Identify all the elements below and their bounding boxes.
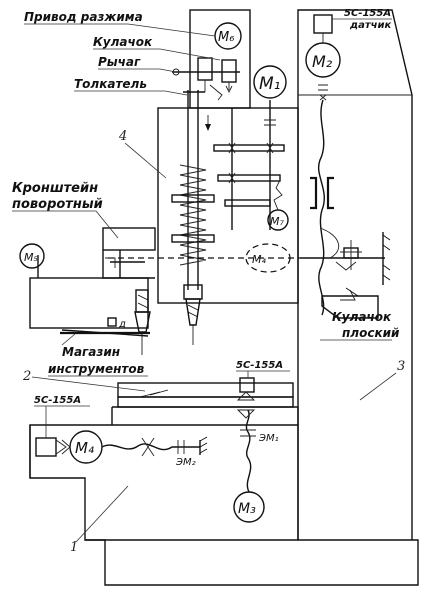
motor-m4-label: M₄ bbox=[75, 439, 94, 457]
motor-m7-label: M₇ bbox=[270, 215, 284, 228]
machine-column bbox=[297, 9, 413, 540]
motor-m6-label: M₆ bbox=[218, 30, 234, 45]
sensor-d-label: д bbox=[118, 319, 126, 330]
clutch-em2-label: ЭМ₂ bbox=[175, 457, 196, 468]
motor-m4: M₄ ЭМ₂ bbox=[35, 430, 208, 468]
label-povorotny: поворотный bbox=[12, 197, 103, 212]
sensor-box-top bbox=[313, 14, 333, 34]
label-kronshtein: Кронштейн bbox=[12, 181, 98, 196]
motor-m3: M₃ ЭМ₁ bbox=[233, 377, 279, 523]
label-sensor-top: 5С-155А bbox=[344, 8, 391, 19]
motor-m7: M₇ bbox=[267, 179, 289, 231]
motor-m2: M₂ bbox=[305, 14, 341, 316]
part-number-3: 3 bbox=[397, 359, 405, 374]
spindle bbox=[171, 90, 215, 345]
tool-magazine: M₅ д bbox=[19, 243, 151, 355]
part-number-1: 1 bbox=[70, 540, 78, 555]
transfer-drive: M₄ bbox=[108, 227, 391, 285]
rotary-bracket bbox=[102, 227, 156, 279]
label-magazin: Магазин bbox=[62, 345, 120, 359]
label-rychag: Рычаг bbox=[98, 55, 141, 69]
clutch-em1-label: ЭМ₁ bbox=[258, 433, 279, 444]
motor-m5-label: M₅ bbox=[24, 251, 38, 264]
motor-m1-label: M₁ bbox=[259, 74, 280, 94]
part-numbers: 4 1 2 3 bbox=[22, 129, 405, 555]
label-sensor-left: 5С-155А bbox=[34, 395, 81, 406]
gearbox bbox=[213, 100, 285, 230]
motor-m2-label: M₂ bbox=[312, 52, 333, 71]
sensor-box-left bbox=[35, 437, 57, 457]
labels: Привод разжима Кулачок Рычаг Толкатель К… bbox=[12, 8, 400, 438]
label-kulachok-ploskiy: Кулачок bbox=[332, 310, 392, 324]
label-kulachok: Кулачок bbox=[93, 35, 153, 49]
flat-cam bbox=[321, 287, 379, 319]
motor-m4-dashed-label: M₄ bbox=[252, 253, 266, 266]
motor-m6: M₆ bbox=[214, 22, 242, 50]
label-datchik: датчик bbox=[349, 20, 391, 31]
part-number-2: 2 bbox=[22, 369, 31, 384]
part-number-4: 4 bbox=[118, 129, 127, 144]
motor-m1: M₁ bbox=[253, 65, 287, 99]
label-privod-razzhima: Привод разжима bbox=[24, 10, 143, 24]
label-ploskiy: плоский bbox=[342, 326, 400, 340]
label-instrumentov: инструментов bbox=[48, 362, 145, 376]
release-mechanism bbox=[172, 57, 240, 101]
label-sensor-mid: 5С-155А bbox=[236, 360, 283, 371]
label-tolkatel: Толкатель bbox=[74, 77, 147, 91]
motor-m3-label: M₃ bbox=[238, 501, 256, 517]
work-table bbox=[111, 382, 299, 425]
spindle-head bbox=[157, 9, 299, 304]
